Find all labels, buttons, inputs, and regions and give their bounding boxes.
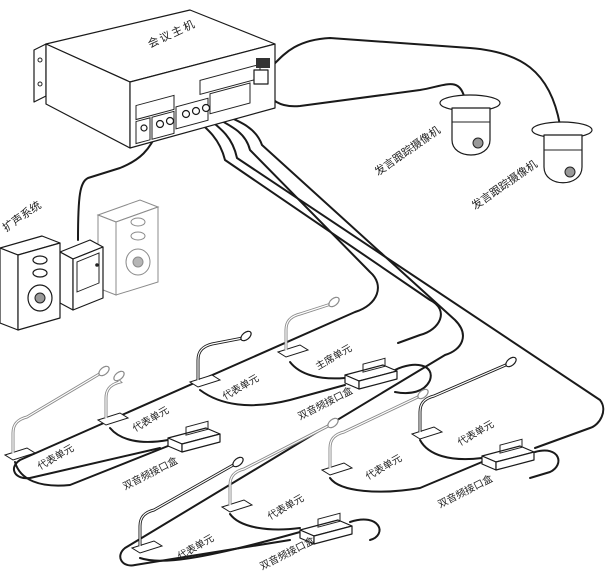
cables — [12, 37, 605, 567]
gooseneck-stem — [228, 423, 331, 505]
interface-box-center — [344, 357, 398, 390]
unit-base-plate — [410, 426, 444, 440]
tweeter-icon — [32, 255, 48, 265]
power-inlet-icon — [253, 69, 269, 85]
camera-lens-icon — [472, 137, 484, 149]
cable-bottom-loop — [349, 518, 381, 541]
microphone-head-icon — [98, 365, 110, 377]
microphone-head-icon — [232, 456, 244, 468]
camera-lens-icon — [564, 166, 576, 178]
cable-host-box-left — [12, 111, 379, 480]
gooseneck-stem — [418, 362, 509, 432]
unit-label: 代表单元 — [220, 371, 261, 402]
interface-box-bottom — [299, 512, 353, 545]
cable-center-chair — [289, 361, 346, 380]
microphone-unit: 代表单元 — [96, 370, 171, 435]
unit-base-plate — [276, 344, 310, 358]
microphone-unit: 代表单元 — [3, 365, 110, 473]
rack-screw-icon — [37, 57, 43, 63]
microphone-head-icon — [113, 370, 125, 382]
cable-host-box-center — [186, 111, 442, 344]
connector-port-icon — [155, 119, 165, 129]
camera-label: 发言跟踪摄像机 — [372, 123, 443, 179]
cable-host-speakers — [77, 129, 159, 241]
speaker-left — [0, 235, 61, 331]
unit-base-plate — [188, 374, 222, 388]
tweeter-icon — [32, 268, 48, 278]
microphone-head-icon — [328, 296, 340, 308]
camera-1: 发言跟踪摄像机 — [372, 94, 501, 179]
sound-system-label: 扩声系统 — [0, 198, 44, 235]
microphone-head-icon — [327, 417, 339, 429]
cable-left-delegate-2 — [109, 427, 169, 443]
interface-box-label: 双音频接口盒 — [120, 454, 179, 493]
gooseneck-stem — [196, 336, 244, 380]
connector-port-icon — [165, 116, 175, 126]
cable-center-delegate — [199, 384, 346, 407]
interface-box-right — [481, 438, 535, 471]
conference-host-unit: 会议主机 — [33, 9, 276, 149]
microphone-head-icon — [505, 356, 517, 368]
microphone-head-icon — [240, 330, 252, 342]
tweeter-icon — [130, 217, 146, 227]
cable-host-camera-2 — [267, 37, 561, 126]
rack-screw-icon — [37, 81, 43, 87]
cable-bottom-delegate-2 — [229, 513, 301, 531]
unit-base-plate — [320, 462, 354, 476]
unit-base-plate — [3, 447, 37, 461]
host-connectors — [135, 58, 270, 145]
cable-left-delegate-1 — [14, 445, 169, 487]
unit-base-plate — [130, 540, 164, 554]
camera-dome-body — [451, 107, 491, 156]
connector-port-icon — [191, 106, 201, 116]
connector-port-icon — [201, 103, 211, 113]
connector-port-icon — [181, 109, 191, 119]
unit-label: 代表单元 — [265, 491, 306, 522]
microphone-head-icon — [417, 388, 429, 400]
interface-box-left — [167, 420, 221, 453]
power-led-icon — [95, 263, 99, 267]
camera-dome-body — [543, 134, 583, 184]
cable-right-delegate-2 — [419, 439, 483, 461]
cable-bottom-delegate-1 — [139, 531, 301, 562]
unit-base-plate — [220, 499, 254, 513]
sound-system: 扩声系统 — [0, 198, 160, 331]
cable-right-delegate-1 — [329, 461, 483, 493]
cable-right-loop — [529, 449, 560, 479]
camera-label: 发言跟踪摄像机 — [469, 157, 540, 213]
cable-center-loop — [394, 363, 432, 395]
power-socket-icon — [256, 58, 270, 68]
cable-box-left-bottom — [119, 109, 464, 567]
amplifier — [59, 239, 104, 311]
tweeter-icon — [130, 231, 146, 241]
rack-ear — [33, 43, 47, 103]
connector-port-icon — [140, 124, 148, 132]
unit-label: 代表单元 — [455, 417, 496, 448]
speaker-right — [96, 199, 160, 296]
unit-base-plate — [96, 412, 130, 426]
gooseneck-stem — [104, 376, 123, 418]
unit-label: 主席单元 — [313, 341, 354, 372]
gooseneck-stem — [11, 371, 102, 453]
unit-label: 代表单元 — [363, 451, 404, 482]
cable-host-camera-1 — [261, 83, 466, 108]
microphone-unit: 主席单元 — [276, 296, 354, 373]
